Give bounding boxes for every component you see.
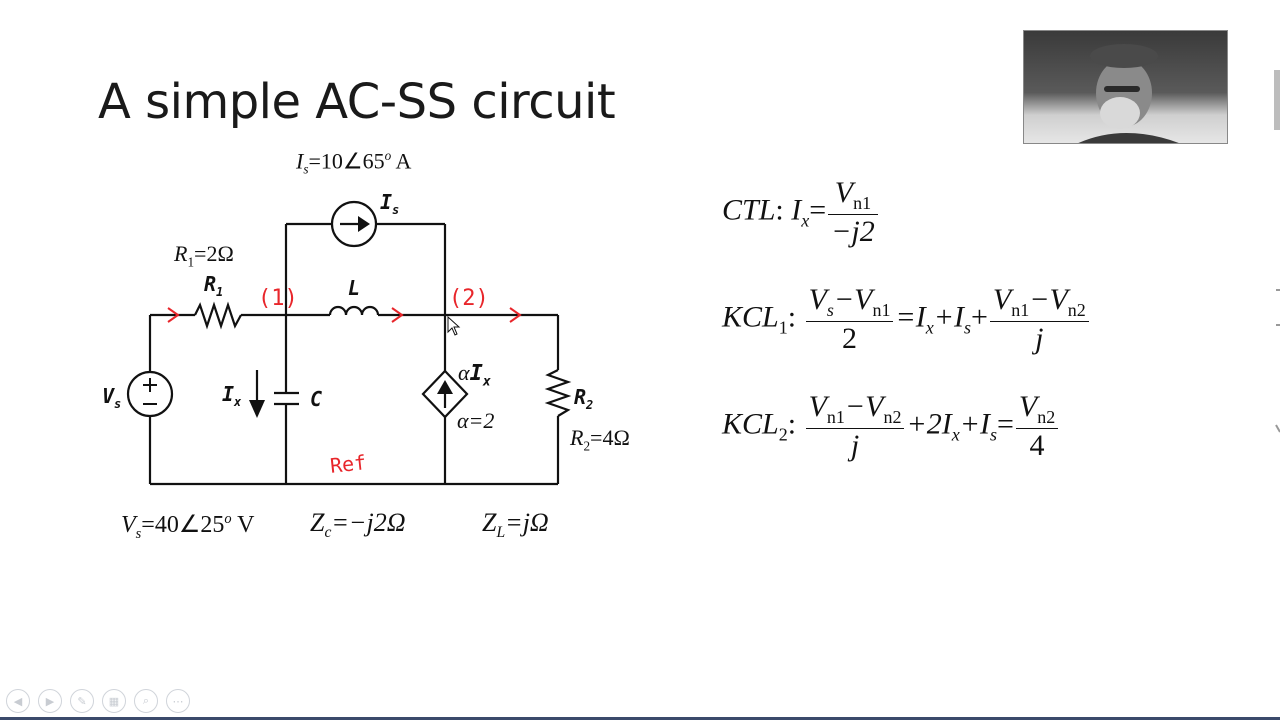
slide-title: A simple AC-SS circuit (98, 74, 616, 130)
voltage-source-icon (126, 370, 174, 418)
arrow-r1-icon (167, 307, 180, 323)
is-value-label: Is=10∠65o A (296, 148, 412, 177)
node1-label: (1) (258, 286, 298, 311)
next-slide-preview (1274, 70, 1280, 433)
pen-icon[interactable]: ✎ (70, 689, 94, 713)
r1-label: R1 (204, 272, 224, 299)
r1-value-label: R1=2Ω (174, 241, 234, 270)
presenter-video-icon (1078, 44, 1179, 143)
arrow-r2-icon (509, 307, 522, 323)
is-label: Is (380, 190, 400, 217)
next-icon[interactable]: ▶ (38, 689, 62, 713)
r2-value-label: R2=4Ω (570, 425, 630, 454)
ctl-equation: CTL: Ix=Vn1−j2 (722, 176, 880, 249)
mouse-cursor-icon (447, 315, 461, 336)
vs-value-label: Vs=40∠25o V (121, 511, 255, 542)
arrow-l-icon (391, 307, 404, 323)
more-icon[interactable]: ⋯ (166, 689, 190, 713)
l-label: L (348, 276, 361, 300)
vs-label: Vs (102, 384, 122, 411)
dependent-source-icon (421, 369, 469, 419)
r2-label: R2 (574, 385, 594, 412)
zl-value-label: ZL=jΩ (482, 508, 549, 542)
ix-label: Ix (222, 382, 242, 409)
bottom-bar (0, 717, 1280, 720)
current-source-icon (330, 200, 378, 248)
webcam-overlay (1023, 30, 1228, 144)
slides-icon[interactable]: ▦ (102, 689, 126, 713)
c-label: C (310, 387, 323, 411)
dependent-source-label: αIx (458, 360, 491, 390)
zc-value-label: Zc=−j2Ω (310, 508, 406, 542)
prev-icon[interactable]: ◀ (6, 689, 30, 713)
ref-label: Ref (328, 450, 368, 478)
slideshow-controls: ◀ ▶ ✎ ▦ ⌕ ⋯ (6, 689, 190, 713)
current-direction-arrows (167, 307, 522, 323)
alpha-value-label: α=2 (457, 408, 495, 433)
circuit-wires (148, 222, 572, 486)
ix-arrow-icon (249, 370, 265, 418)
node2-label: (2) (449, 286, 489, 311)
zoom-icon[interactable]: ⌕ (134, 689, 158, 713)
